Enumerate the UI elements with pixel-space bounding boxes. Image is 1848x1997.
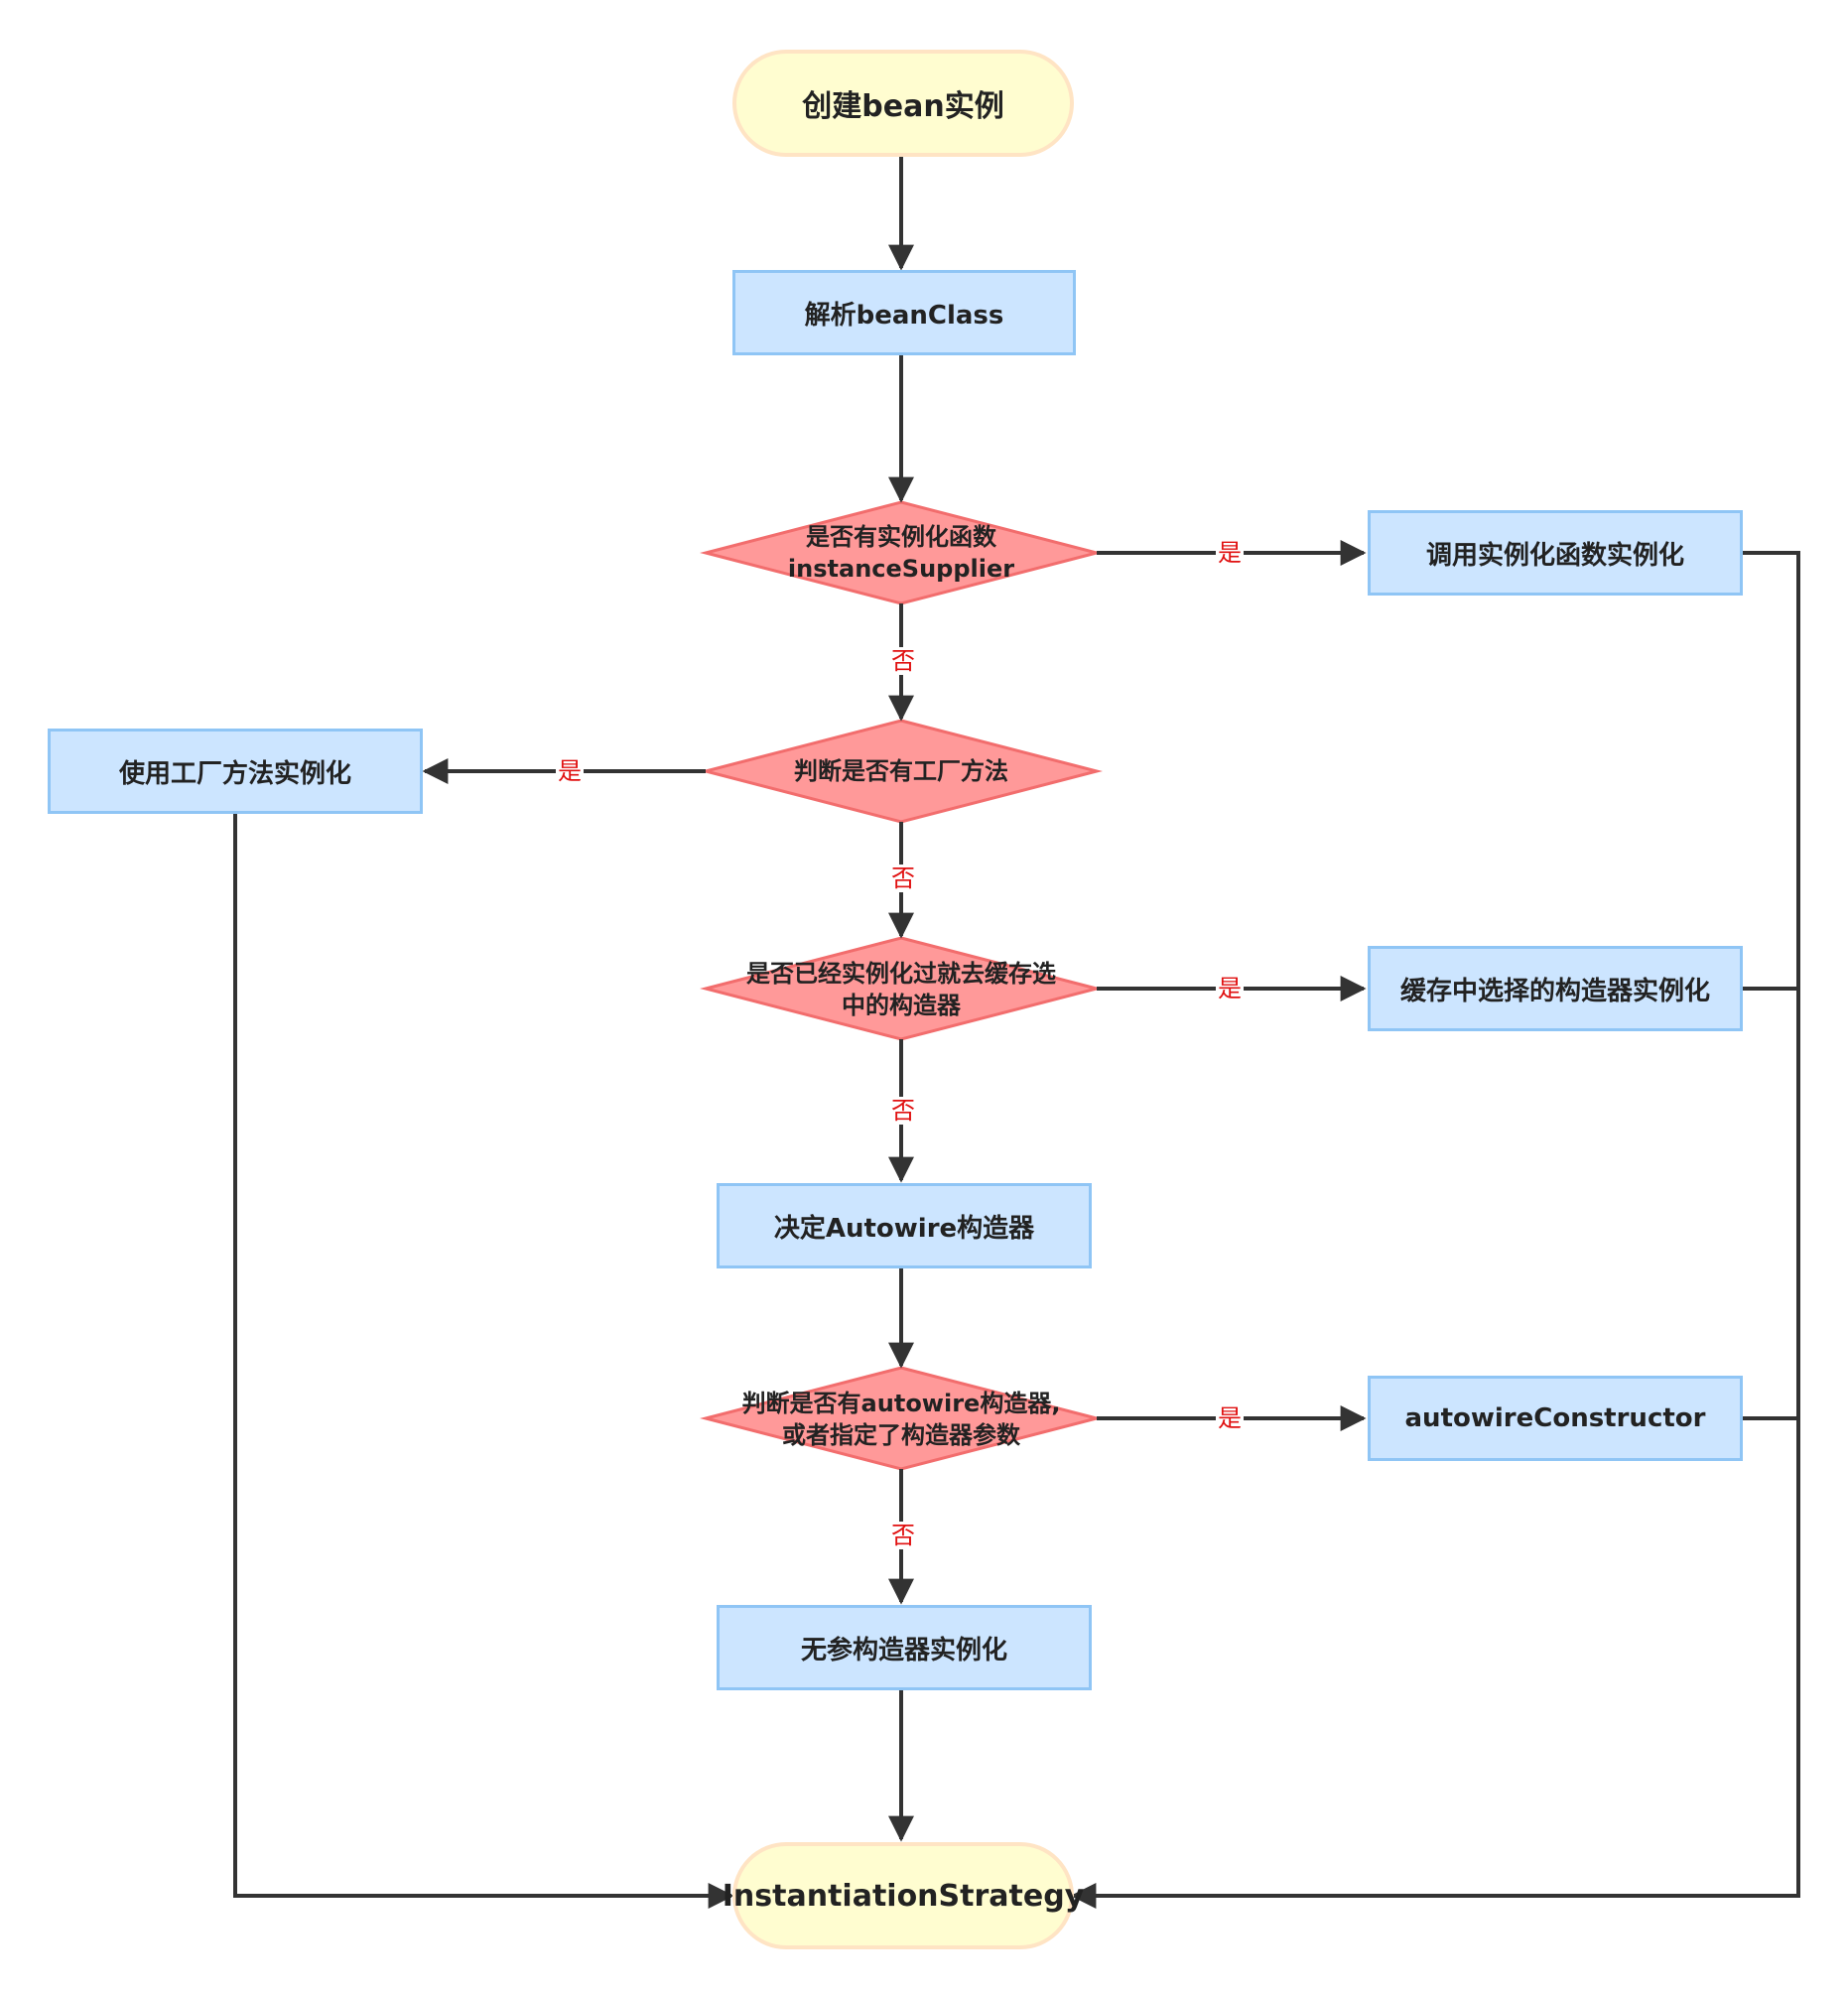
cached-constructor-label: 缓存中选择的构造器实例化 bbox=[1399, 976, 1710, 1006]
decision-factory-line1: 判断是否有工厂方法 bbox=[794, 757, 1008, 785]
label-yes-autowire: 是 bbox=[1216, 1404, 1244, 1432]
start-node: 创建bean实例 bbox=[732, 50, 1074, 157]
label-yes-cache: 是 bbox=[1216, 975, 1244, 1002]
end-label: InstantiationStrategy bbox=[722, 1878, 1085, 1914]
parse-bean-class-label: 解析beanClass bbox=[804, 300, 1004, 331]
decision-cache-line1: 是否已经实例化过就去缓存选 bbox=[746, 960, 1056, 988]
label-yes-supplier: 是 bbox=[1216, 539, 1244, 567]
supplier-instantiate-label: 调用实例化函数实例化 bbox=[1425, 540, 1684, 571]
decision-supplier-line2: instanceSupplier bbox=[787, 555, 1015, 583]
parse-bean-class-box: 解析beanClass bbox=[732, 270, 1076, 355]
decision-autowire-line2: 或者指定了构造器参数 bbox=[782, 1421, 1020, 1449]
start-label: 创建bean实例 bbox=[802, 89, 1004, 124]
decision-supplier-text: 是否有实例化函数 instanceSupplier bbox=[703, 521, 1100, 585]
supplier-instantiate-box: 调用实例化函数实例化 bbox=[1368, 510, 1743, 596]
label-no-cache: 否 bbox=[889, 1097, 917, 1125]
label-no-supplier: 否 bbox=[889, 647, 917, 675]
no-arg-constructor-box: 无参构造器实例化 bbox=[717, 1605, 1092, 1690]
autowire-constructor-label: autowireConstructor bbox=[1404, 1403, 1706, 1433]
decide-autowire-label: 决定Autowire构造器 bbox=[773, 1213, 1035, 1244]
decide-autowire-box: 决定Autowire构造器 bbox=[717, 1183, 1092, 1268]
label-yes-factory: 是 bbox=[556, 757, 584, 785]
decision-supplier-line1: 是否有实例化函数 bbox=[806, 523, 996, 551]
decision-cache-text: 是否已经实例化过就去缓存选 中的构造器 bbox=[695, 958, 1108, 1021]
decision-factory-text: 判断是否有工厂方法 bbox=[703, 755, 1100, 787]
decision-cache-line2: 中的构造器 bbox=[842, 992, 961, 1019]
no-arg-constructor-label: 无参构造器实例化 bbox=[800, 1635, 1007, 1665]
autowire-constructor-box: autowireConstructor bbox=[1368, 1376, 1743, 1461]
edge-factory-end bbox=[233, 812, 734, 1909]
decision-autowire-text: 判断是否有autowire构造器, 或者指定了构造器参数 bbox=[695, 1388, 1108, 1451]
end-node: InstantiationStrategy bbox=[723, 1842, 1084, 1949]
factory-method-box: 使用工厂方法实例化 bbox=[48, 729, 423, 814]
label-no-autowire: 否 bbox=[889, 1522, 917, 1549]
factory-method-label: 使用工厂方法实例化 bbox=[118, 758, 351, 789]
label-no-factory: 否 bbox=[889, 865, 917, 892]
edge-right-merge bbox=[1070, 551, 1800, 1909]
decision-autowire-line1: 判断是否有autowire构造器, bbox=[741, 1390, 1061, 1417]
cached-constructor-box: 缓存中选择的构造器实例化 bbox=[1368, 946, 1743, 1031]
